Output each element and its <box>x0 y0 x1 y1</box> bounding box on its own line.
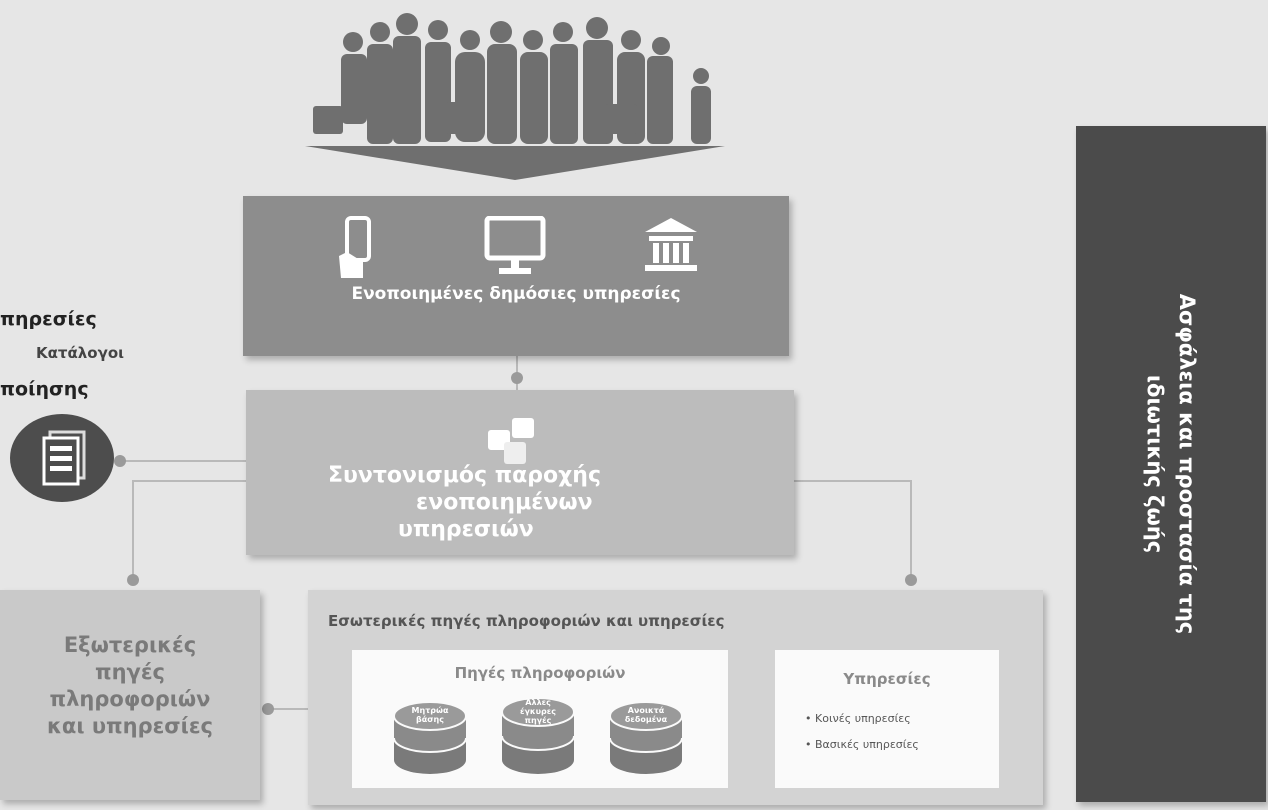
services-list-item: • Κοινές υπηρεσίες <box>805 712 911 725</box>
government-building-icon <box>645 218 697 271</box>
privacy-line-2: ιδιωτικής ζωής <box>1143 374 1167 554</box>
left-cut-text-2: Κατάλογοι <box>36 344 124 362</box>
connector-external <box>262 708 308 710</box>
coordination-line-3: υπηρεσιών <box>398 517 534 542</box>
database-icon: Μητρώα βάσης <box>392 698 468 778</box>
database-icon: Ανοικτά δεδομένα <box>608 698 684 778</box>
database-label: Ανοικτά δεδομένα <box>624 706 668 724</box>
connector-right-down <box>910 480 912 580</box>
connector-left-down <box>132 480 134 580</box>
internal-sources-box: Εσωτερικές πηγές πληροφοριών και υπηρεσί… <box>308 590 1043 805</box>
privacy-line-1: Ασφάλεια και προστασία της <box>1175 293 1199 635</box>
external-sources-label: Εξωτερικές πηγές πληροφοριών και υπηρεσί… <box>0 632 260 740</box>
connector-left <box>132 480 246 482</box>
services-panel: Υπηρεσίες • Κοινές υπηρεσίες • Βασικές υ… <box>775 650 999 788</box>
coordination-label: Συντονισμός παροχής ενοποιημένων υπηρεσι… <box>328 462 601 543</box>
external-sources-box: Εξωτερικές πηγές πληροφοριών και υπηρεσί… <box>0 590 260 800</box>
people-crowd-icon <box>305 13 725 180</box>
services-list-item: • Βασικές υπηρεσίες <box>805 738 919 751</box>
connector-dot <box>127 574 139 586</box>
mobile-hand-icon <box>339 216 371 278</box>
external-line-3: πληροφοριών <box>49 687 211 711</box>
puzzle-icon <box>488 418 534 464</box>
left-cut-text-1: πηρεσίες <box>0 308 97 330</box>
privacy-security-label: Ασφάλεια και προστασία της ιδιωτικής ζωή… <box>1139 144 1203 784</box>
connector-dot <box>511 372 523 384</box>
services-title: Υπηρεσίες <box>843 670 931 688</box>
document-list-icon <box>42 430 86 486</box>
unified-services-box: Ενοποιημένες δημόσιες υπηρεσίες <box>243 196 789 356</box>
connector-dot <box>114 455 126 467</box>
unified-services-label: Ενοποιημένες δημόσιες υπηρεσίες <box>351 284 681 304</box>
external-line-1: Εξωτερικές <box>63 633 197 657</box>
privacy-security-panel: Ασφάλεια και προστασία της ιδιωτικής ζωή… <box>1076 126 1266 802</box>
database-label: Άλλες έγκυρες πηγές <box>520 698 556 725</box>
internal-sources-title: Εσωτερικές πηγές πληροφοριών και υπηρεσί… <box>328 612 725 630</box>
external-line-4: και υπηρεσίες <box>47 714 213 738</box>
information-sources-panel: Πηγές πληροφοριών Μητρώα βάσης Άλλες έγκ… <box>352 650 728 788</box>
database-label: Μητρώα βάσης <box>411 706 449 724</box>
connector-catalog <box>118 460 248 462</box>
connector-right <box>794 480 912 482</box>
connector-dot <box>905 574 917 586</box>
database-icon: Άλλες έγκυρες πηγές <box>500 692 576 778</box>
left-cut-text-3: ποίησης <box>0 378 89 400</box>
monitor-icon <box>484 216 546 274</box>
connector-dot <box>262 703 274 715</box>
coordination-line-2: ενοποιημένων <box>416 490 593 515</box>
catalog-circle <box>10 414 114 502</box>
coordination-box: Συντονισμός παροχής ενοποιημένων υπηρεσι… <box>246 390 794 555</box>
external-line-2: πηγές <box>94 660 165 684</box>
information-sources-title: Πηγές πληροφοριών <box>454 664 626 682</box>
coordination-line-1: Συντονισμός παροχής <box>328 463 601 488</box>
